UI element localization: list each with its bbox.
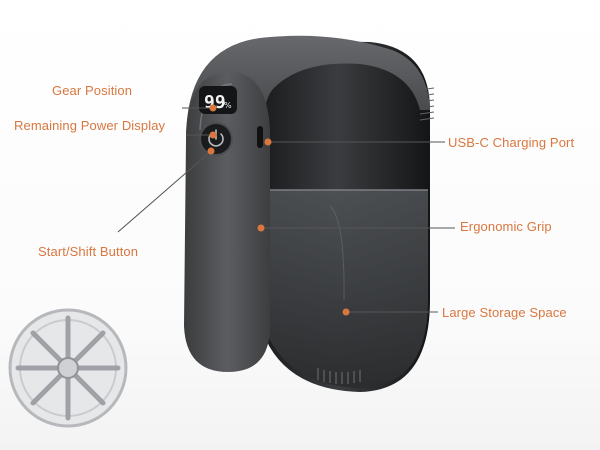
callout-lines	[117, 107, 455, 313]
callout-ergonomic-grip: Ergonomic Grip	[460, 219, 552, 234]
display-panel	[199, 86, 237, 114]
callout-usb-c: USB-C Charging Port	[448, 135, 575, 150]
callout-dots	[207, 104, 350, 316]
display-unit: %	[224, 101, 232, 110]
callout-start-shift: Start/Shift Button	[38, 244, 139, 259]
bottom-vents	[317, 368, 361, 384]
callout-gear-position: Gear Position	[52, 83, 133, 98]
power-button-icon[interactable]	[199, 122, 233, 156]
usb-c-port	[257, 126, 263, 148]
transparent-container	[268, 190, 428, 388]
callout-storage: Large Storage Space	[442, 305, 567, 320]
handle-body	[184, 71, 270, 372]
callout-remaining-power: Remaining Power Display	[14, 118, 166, 133]
blade-disc-icon	[8, 308, 128, 428]
